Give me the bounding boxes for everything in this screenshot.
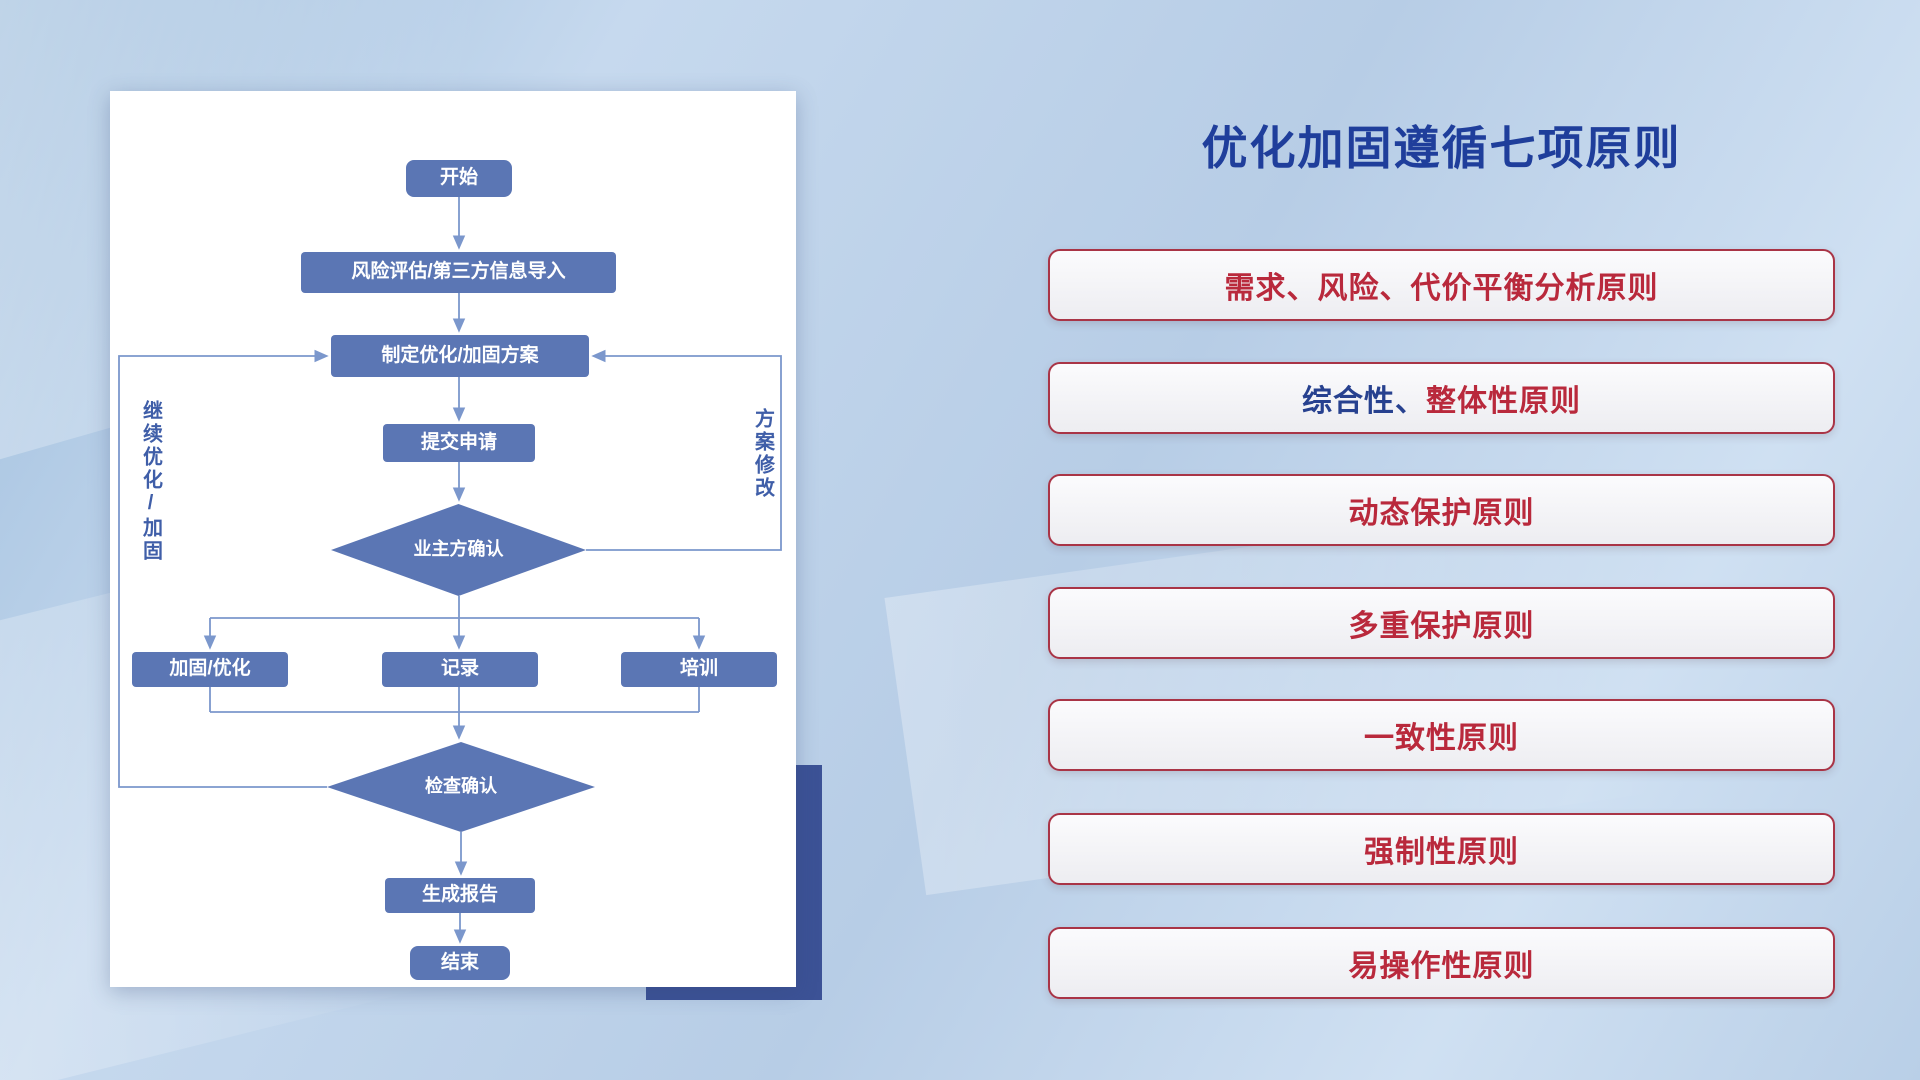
flow-node-start: 开始 <box>406 160 512 197</box>
principle-text: 强制性原则 <box>1364 836 1519 869</box>
flow-node-generate-report: 生成报告 <box>385 878 535 913</box>
principle-text: 综合性、 <box>1302 385 1426 418</box>
flow-node-record: 记录 <box>382 652 538 687</box>
flow-node-end: 结束 <box>410 946 510 980</box>
principle-text: 一致性原则 <box>1364 722 1519 755</box>
flow-node-submit-request: 提交申请 <box>383 424 535 462</box>
flow-node-risk-assessment: 风险评估/第三方信息导入 <box>301 252 616 293</box>
flowchart-card: 开始 风险评估/第三方信息导入 制定优化/加固方案 提交申请 业主方确认 加固/… <box>110 91 796 987</box>
flow-node-reinforce-optimize: 加固/优化 <box>132 652 288 687</box>
principle-item-4: 多重保护原则 <box>1048 587 1835 659</box>
flow-label-plan-modify: 方案修改 <box>751 408 774 500</box>
principle-text: 易操作性原则 <box>1348 950 1535 983</box>
flow-node-make-plan: 制定优化/加固方案 <box>331 335 589 377</box>
principle-item-5: 一致性原则 <box>1048 699 1835 771</box>
flow-node-training: 培训 <box>621 652 777 687</box>
principle-text: 整体性原则 <box>1426 385 1581 418</box>
principle-text: 需求、风险、代价平衡分析原则 <box>1224 272 1659 305</box>
principle-item-6: 强制性原则 <box>1048 813 1835 885</box>
page-title: 优化加固遵循七项原则 <box>1201 122 1682 174</box>
principle-text: 动态保护原则 <box>1348 497 1535 530</box>
principle-item-7: 易操作性原则 <box>1048 927 1835 999</box>
principle-item-2: 综合性、 整体性原则 <box>1048 362 1835 434</box>
principle-item-3: 动态保护原则 <box>1048 474 1835 546</box>
principle-item-1: 需求、风险、代价平衡分析原则 <box>1048 249 1835 321</box>
flow-label-continue-optimize: 继续优化/加固 <box>139 399 162 563</box>
principle-text: 多重保护原则 <box>1348 610 1535 643</box>
principles-panel: 优化加固遵循七项原则 需求、风险、代价平衡分析原则 综合性、 整体性原则 动态保… <box>1048 0 1835 1080</box>
